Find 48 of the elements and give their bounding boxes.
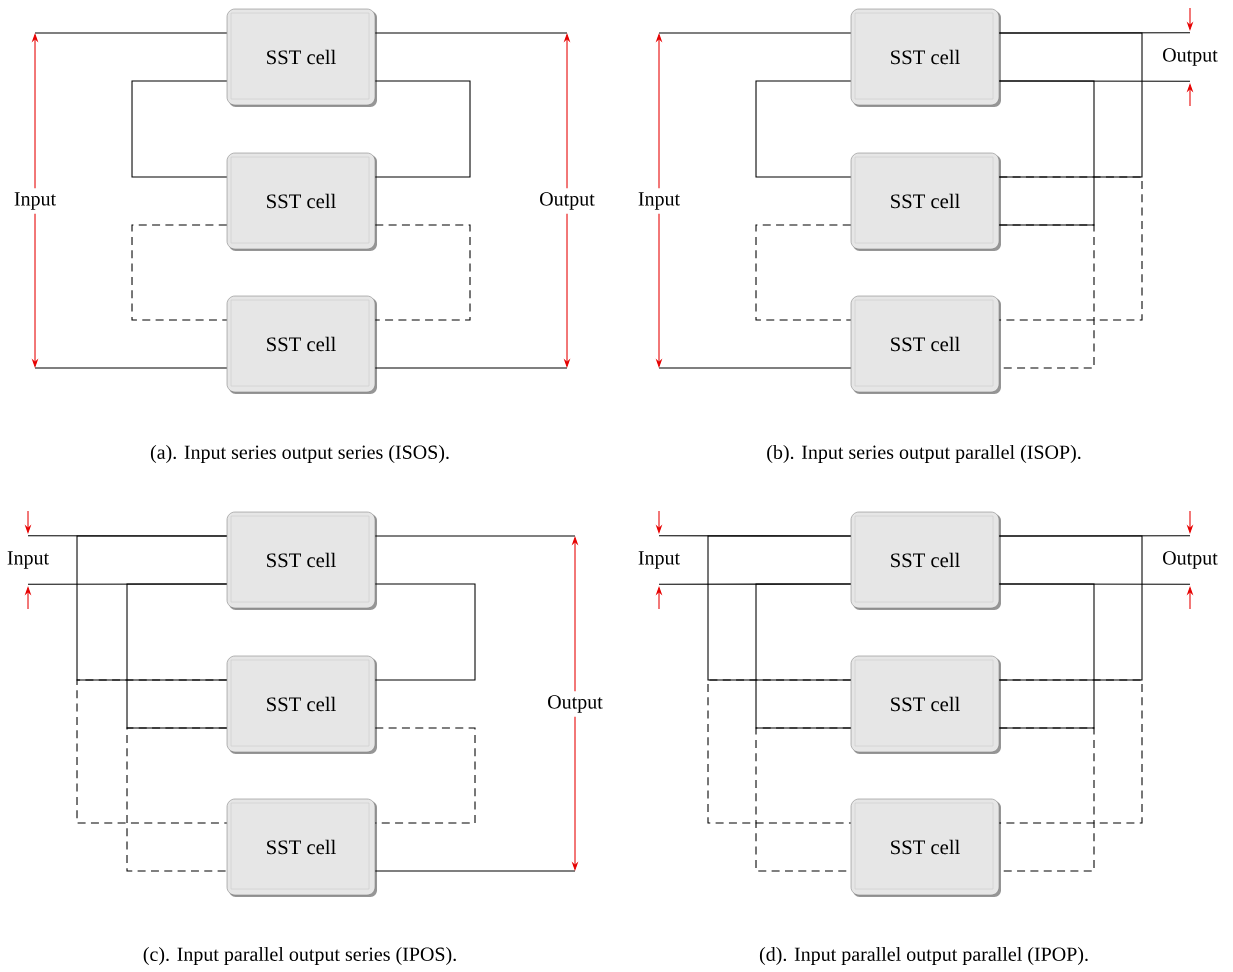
terminal-label: Input — [633, 188, 685, 214]
caption: (d). Input parallel output parallel (IPOP). — [759, 946, 1088, 966]
cell-box: SST cell — [226, 8, 377, 107]
cell-box: SST cell — [850, 295, 1001, 394]
cell-box: SST cell — [850, 655, 1001, 754]
wire — [131, 224, 228, 321]
cell-box: SST cell — [226, 655, 377, 754]
cell-box: SST cell — [850, 511, 1001, 610]
terminal-label: Output — [1163, 551, 1218, 569]
wire — [998, 176, 1143, 321]
wire — [374, 224, 471, 321]
caption: (c). Input parallel output series (IPOS). — [143, 946, 456, 966]
wire — [755, 727, 852, 872]
terminal-label: Output — [543, 691, 607, 717]
wire — [126, 727, 228, 872]
wire — [658, 583, 852, 585]
cell-box: SST cell — [226, 152, 377, 251]
wire — [707, 679, 852, 824]
cell-box: SST cell — [226, 295, 377, 394]
wire — [998, 224, 1095, 369]
wire — [998, 535, 1191, 537]
wire — [374, 727, 476, 824]
terminal-label: Input — [638, 551, 680, 569]
wire — [998, 679, 1143, 824]
wire — [998, 727, 1095, 872]
wire — [374, 583, 476, 681]
caption: (b). Input series output parallel (ISOP). — [767, 444, 1081, 464]
wire — [998, 32, 1191, 34]
wire — [998, 80, 1191, 82]
wire — [998, 583, 1191, 585]
cell-box: SST cell — [226, 511, 377, 610]
cell-box: SST cell — [850, 152, 1001, 251]
cell-box: SST cell — [850, 798, 1001, 897]
wire — [658, 535, 852, 537]
cell-box: SST cell — [850, 8, 1001, 107]
wire — [131, 80, 228, 178]
cell-box: SST cell — [226, 798, 377, 897]
terminal-label: Input — [9, 188, 61, 214]
terminal-label: Input — [7, 551, 49, 569]
wire — [374, 80, 471, 178]
terminal-label: Output — [535, 188, 599, 214]
wire — [76, 679, 228, 824]
wire — [27, 535, 228, 537]
terminal-label: Output — [1163, 48, 1218, 66]
wire — [755, 80, 852, 178]
wire — [755, 224, 852, 321]
caption: (a). Input series output series (ISOS). — [150, 444, 449, 464]
wire — [27, 583, 228, 585]
